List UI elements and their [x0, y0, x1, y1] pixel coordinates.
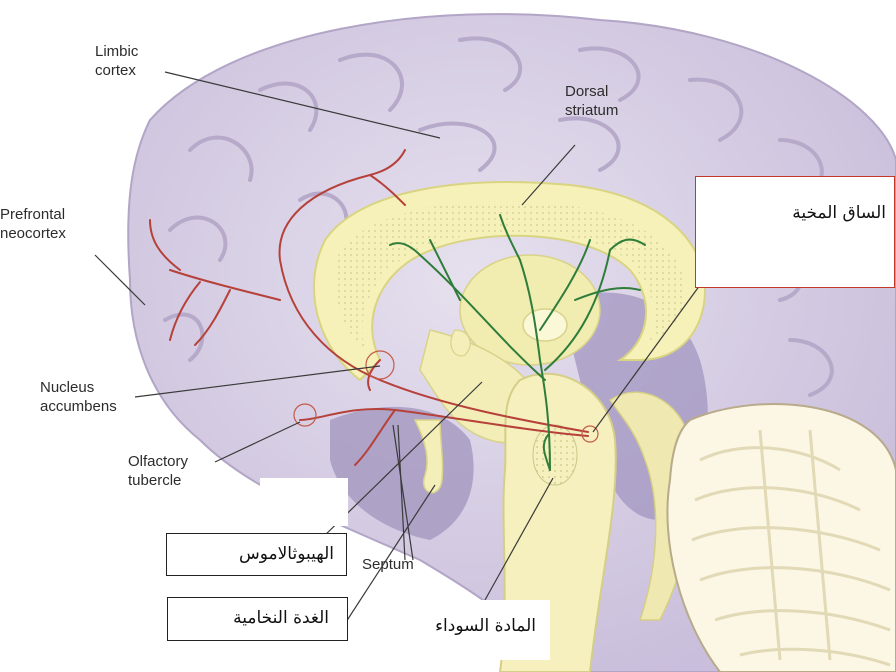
label-nucleus-accumbens: Nucleus accumbens — [40, 378, 117, 416]
label-substantia-nigra: المادة السوداء — [435, 616, 536, 636]
label-dorsal-striatum: Dorsal striatum — [565, 82, 618, 120]
label-septum: Septum — [362, 555, 414, 574]
label-hypothalamus: الهيبوثالاموس — [239, 544, 334, 564]
brainstem-label-box: الساق المخية — [695, 176, 895, 288]
label-pituitary: الغدة النخامية — [233, 608, 329, 628]
hypothalamus-label-box: الهيبوثالاموس — [166, 533, 347, 576]
label-olfactory-tubercle: Olfactory tubercle — [128, 452, 188, 490]
label-limbic-cortex: Limbic cortex — [95, 42, 138, 80]
cerebellum — [667, 404, 896, 672]
label-prefrontal-neocortex: Prefrontal neocortex — [0, 205, 66, 243]
substantia-nigra-label-box: المادة السوداء — [372, 600, 550, 660]
pituitary-label-box: الغدة النخامية — [167, 597, 348, 641]
label-brainstem: الساق المخية — [792, 203, 886, 223]
white-cover-box — [260, 478, 348, 526]
